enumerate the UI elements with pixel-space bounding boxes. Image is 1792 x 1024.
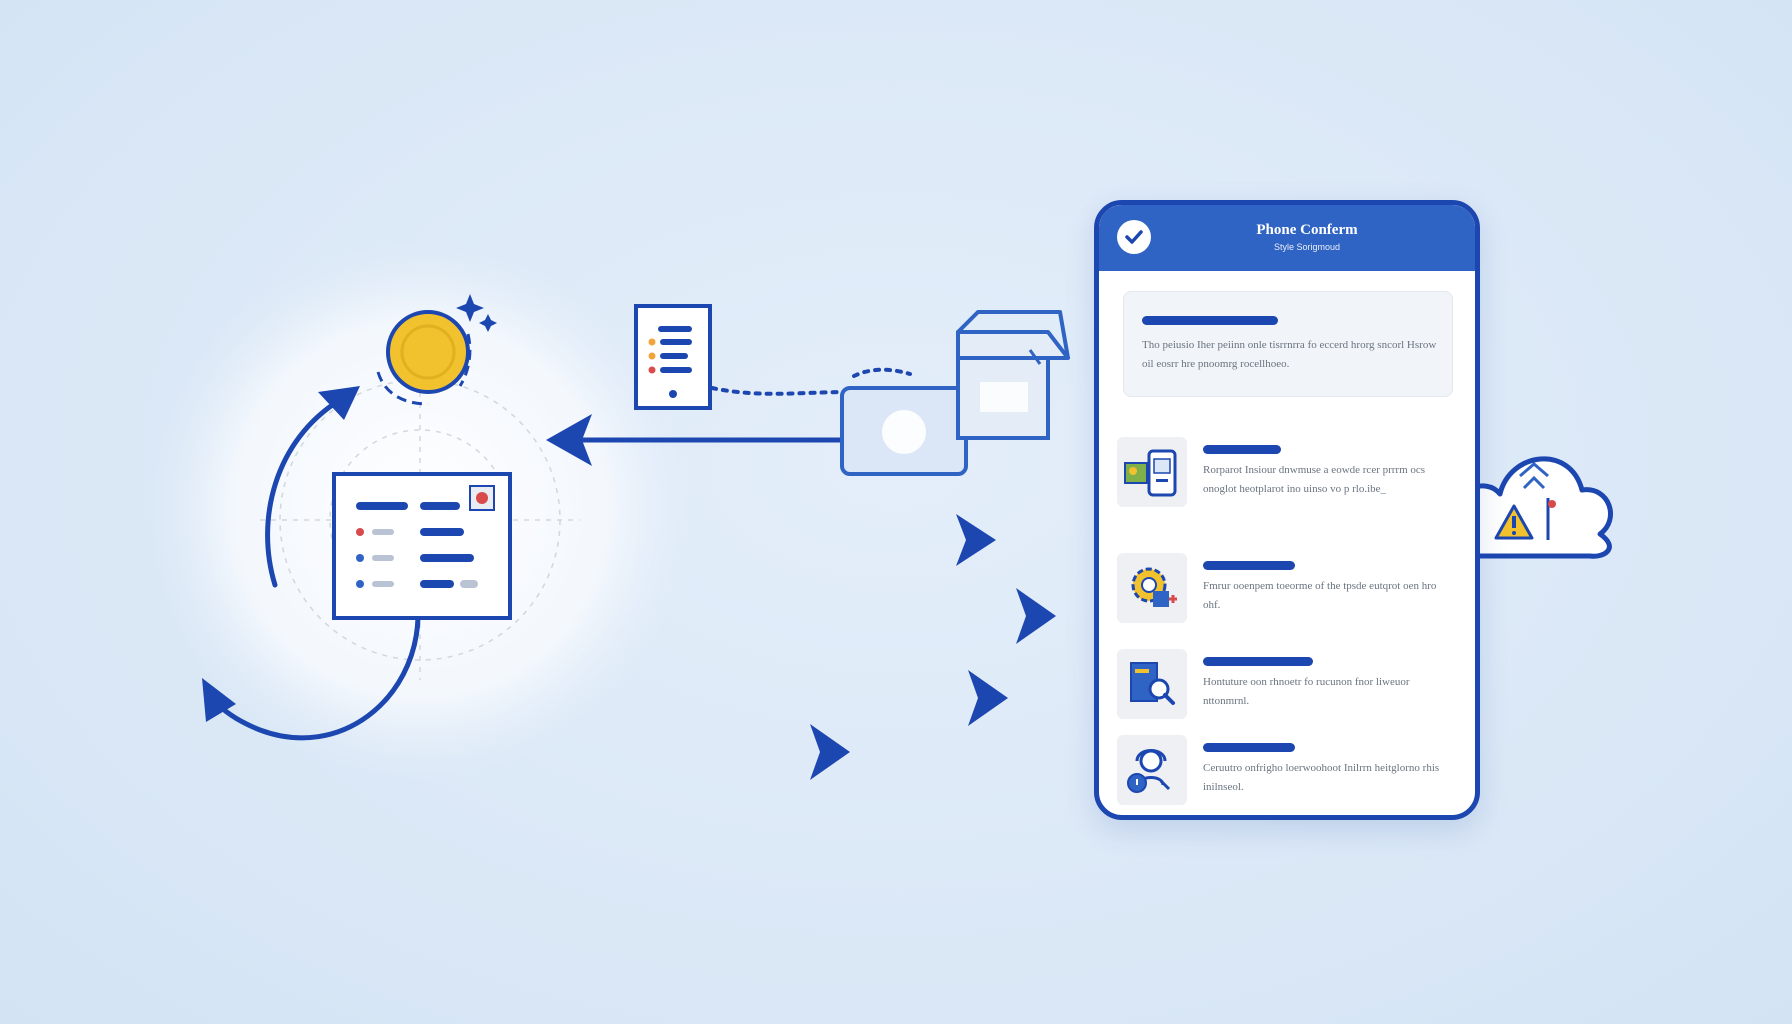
user-support-icon xyxy=(1117,735,1187,805)
cycle-arrow-up-head xyxy=(318,386,360,420)
package-box-icon xyxy=(956,310,1070,440)
phone-title: Phone Conferm xyxy=(1256,222,1358,238)
flow-arrow-3-head xyxy=(968,670,1008,726)
search-document-icon xyxy=(1117,649,1187,719)
coin-icon xyxy=(376,310,472,406)
gear-alert-icon xyxy=(1117,553,1187,623)
item-heading-bar xyxy=(1203,657,1313,666)
item-text: Ceruutro onfrigho loerwoohoot Inilrrn he… xyxy=(1203,762,1440,793)
flow-arrow-4-head xyxy=(810,724,850,780)
dashboard-card-icon xyxy=(332,472,512,620)
item-text: Hontuture oon rhnoetr fo rucunon fnor li… xyxy=(1203,676,1410,707)
flow-arrow-2-head xyxy=(1016,588,1056,644)
dotted-connector-arc xyxy=(852,367,912,378)
cycle-arrow-down-head xyxy=(202,678,236,722)
phone-header: Phone Conferm Style Sorigmoud xyxy=(1099,205,1475,271)
cycle-arrow-up xyxy=(265,397,343,588)
flow-arrow-1-head xyxy=(956,514,996,566)
phone-subtitle: Style Sorigmoud xyxy=(1273,242,1341,252)
phone-map-icon xyxy=(1117,437,1187,507)
check-icon xyxy=(1117,220,1151,254)
clipboard-icon xyxy=(634,304,712,410)
list-item[interactable]: Rorparot Insiour dnwmuse a eowde rcer pr… xyxy=(1117,437,1457,517)
list-item[interactable]: Hontuture oon rhnoetr fo rucunon fnor li… xyxy=(1117,649,1457,729)
list-item[interactable]: Ceruutro onfrigho loerwoohoot Inilrrn he… xyxy=(1117,735,1457,815)
item-text: Fmrur ooenpem toeorme of the tpsde eutqr… xyxy=(1203,580,1437,611)
flow-arrows xyxy=(510,514,1056,780)
dotted-connector xyxy=(710,386,852,396)
intro-box: Tho peiusio Iher peiinn onle tisrrnrra f… xyxy=(1123,291,1453,397)
tablet-icon xyxy=(840,386,968,476)
phone-card: Phone Conferm Style Sorigmoud Tho peiusi… xyxy=(1094,200,1480,820)
sparkle-icon xyxy=(456,294,497,332)
cycle-arrow-down xyxy=(211,615,421,741)
item-text: Rorparot Insiour dnwmuse a eowde rcer pr… xyxy=(1203,464,1426,495)
return-arrow-head xyxy=(546,414,592,466)
item-heading-bar xyxy=(1203,445,1281,454)
intro-heading-bar xyxy=(1142,316,1278,325)
intro-text: Tho peiusio Iher peiinn onle tisrrnrra f… xyxy=(1142,339,1437,370)
list-item[interactable]: Fmrur ooenpem toeorme of the tpsde eutqr… xyxy=(1117,553,1457,633)
item-heading-bar xyxy=(1203,743,1295,752)
item-heading-bar xyxy=(1203,561,1295,570)
